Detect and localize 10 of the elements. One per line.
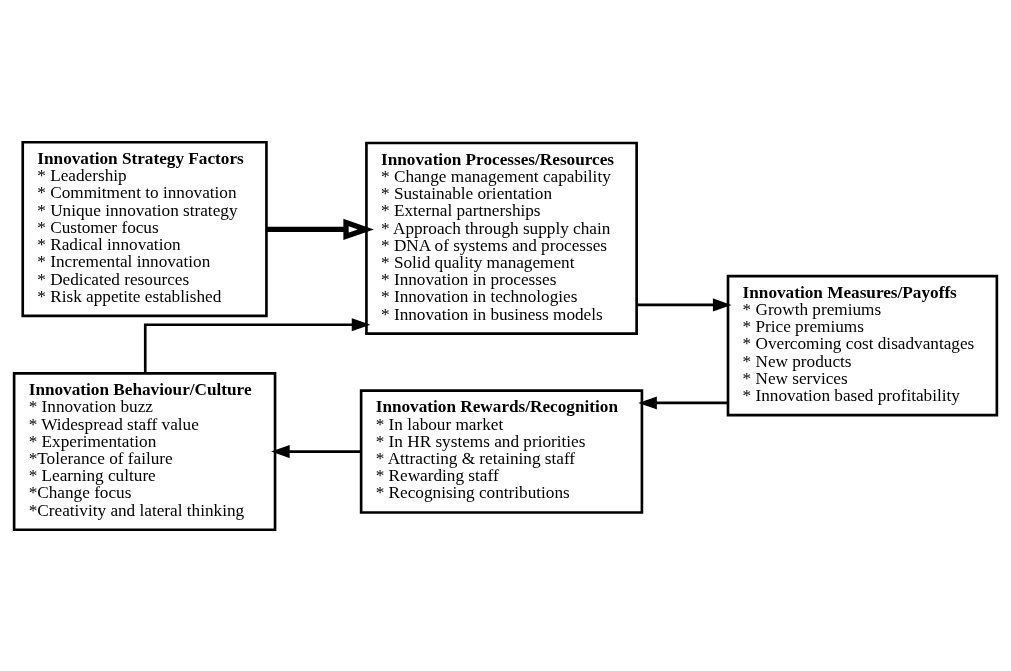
arrow <box>636 297 732 311</box>
arrow <box>271 444 361 458</box>
node-box: Innovation Measures/Payoffs * Growth premiums * Price premiums * Overcoming cost disadvantages * New products * New services * Innovation based profitability <box>726 274 999 416</box>
node-box: Innovation Processes/Resources * Change management capability * Sustainable orientation * External partnerships * Approach through supply chain * DNA of systems and processes * Solid quality management * Innovation in processes * Innovation in technologies * Innovation in business models <box>365 141 638 335</box>
node-box: Innovation Behaviour/Culture * Innovation buzz * Widespread staff value * Experimentation *Tolerance of failure * Learning culture *Change focus *Creativity and lateral thinking <box>12 371 277 531</box>
arrow <box>638 395 728 409</box>
node-box: Innovation Rewards/Recognition * In labour market * In HR systems and priorities * Attracting & retaining staff * Rewarding staff * Recognising contributions <box>359 388 644 514</box>
node-box: Innovation Strategy Factors * Leadership * Commitment to innovation * Unique innovation strategy * Customer focus * Radical innovation * Incremental innovation * Dedicated resources * Risk appetite established <box>21 140 268 317</box>
arrow <box>143 317 371 373</box>
arrow <box>266 218 374 240</box>
